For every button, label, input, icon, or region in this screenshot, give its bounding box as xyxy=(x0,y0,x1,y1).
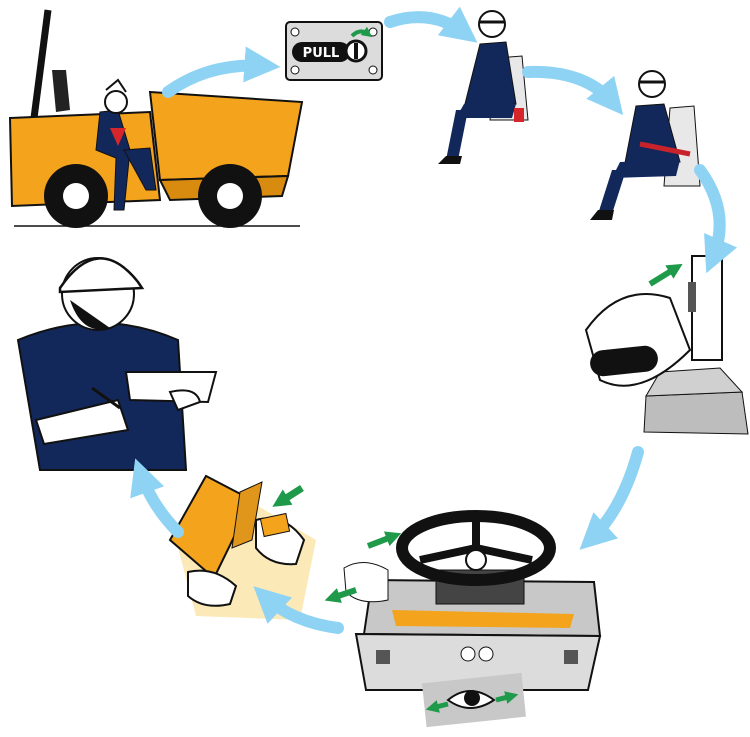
flow-arrow-icon xyxy=(528,72,614,104)
steering-wheel-dashboard-icon xyxy=(332,516,600,727)
pull-knob-plate-icon: PULL xyxy=(286,22,382,80)
pull-sign-label: PULL xyxy=(303,46,340,61)
flow-arrow-icon xyxy=(700,170,720,260)
flow-arrow-icon xyxy=(140,472,178,532)
hand-lever-icon xyxy=(586,256,748,434)
flow-arrow-icon xyxy=(390,17,466,34)
seated-operator-icon xyxy=(438,11,528,164)
flow-arrow-icon xyxy=(168,66,266,92)
foot-pedals-icon xyxy=(170,476,316,620)
operator-clipboard-icon xyxy=(18,258,216,470)
dumper-with-operator-icon xyxy=(10,10,302,228)
flow-arrow-icon xyxy=(590,452,638,540)
